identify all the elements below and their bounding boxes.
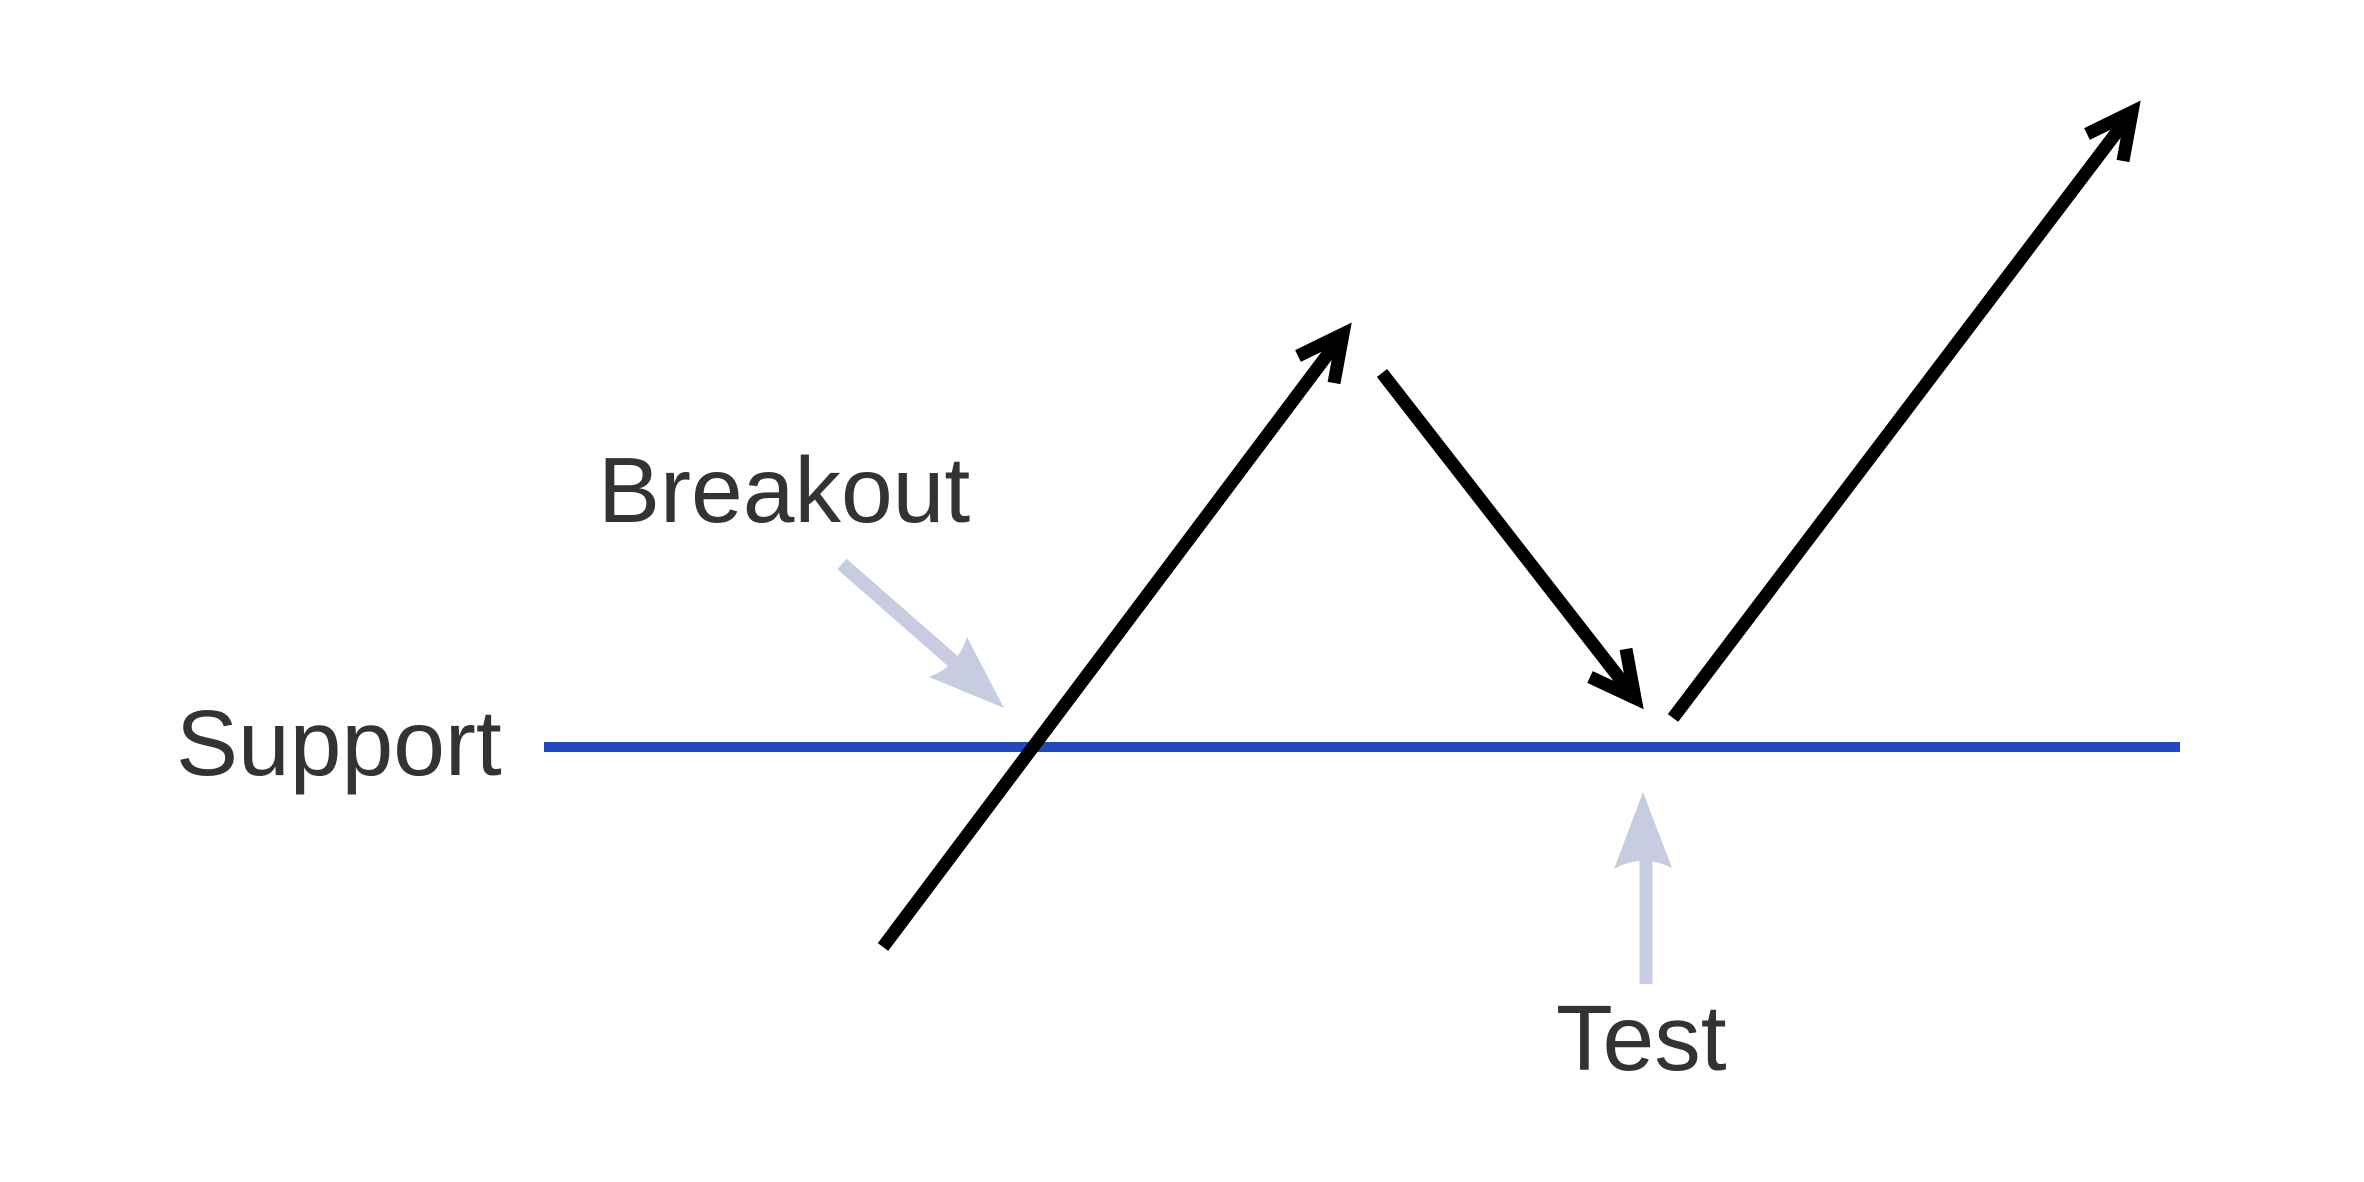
pullback-leg-line	[1376, 369, 1641, 702]
test-callout-arrowhead-icon	[1614, 792, 1672, 869]
breakout-callout-arrowhead-icon	[929, 637, 1004, 708]
labels-group: Support Breakout Test	[176, 438, 1727, 1090]
breakout-leg-line	[877, 330, 1349, 951]
annotation-arrows-group	[837, 558, 1672, 984]
breakout-label: Breakout	[598, 438, 970, 542]
breakout-leg-arrowhead-icon	[1295, 322, 1352, 385]
support-label: Support	[176, 691, 502, 795]
breakout-callout-arrow-stem	[837, 558, 960, 669]
test-label: Test	[1556, 986, 1727, 1090]
price-arrows-group	[877, 100, 2141, 951]
pullback-leg-arrowhead-icon	[1587, 647, 1644, 710]
continuation-leg-line	[1667, 108, 2138, 722]
continuation-leg-arrowhead-icon	[2084, 100, 2141, 163]
